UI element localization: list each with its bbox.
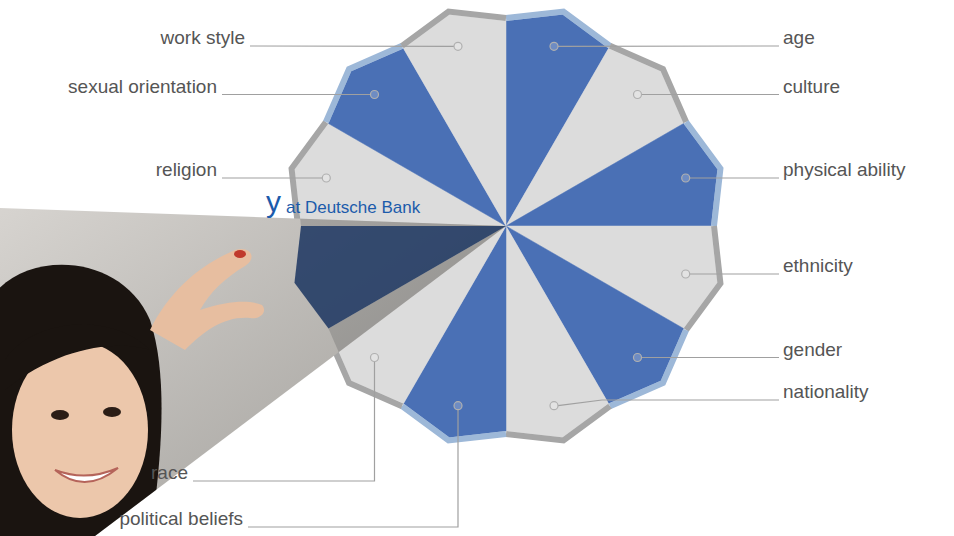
leader-dot bbox=[682, 174, 690, 182]
category-label: race bbox=[151, 461, 188, 484]
leader-dot bbox=[454, 402, 462, 410]
leader-line bbox=[558, 45, 779, 46]
leader-dots bbox=[322, 42, 689, 409]
category-label: physical ability bbox=[783, 158, 906, 181]
leader-dot bbox=[634, 91, 642, 99]
photo bbox=[0, 180, 520, 536]
wheel-slices bbox=[294, 14, 717, 437]
leader-dot bbox=[682, 270, 690, 278]
leader-line bbox=[642, 94, 780, 95]
leader-dot bbox=[454, 42, 462, 50]
category-label: ethnicity bbox=[783, 254, 853, 277]
leader-line bbox=[193, 362, 375, 482]
leader-dot bbox=[371, 91, 379, 99]
rim-segment bbox=[326, 46, 402, 122]
category-label: nationality bbox=[783, 380, 869, 403]
leader-line bbox=[558, 400, 779, 406]
category-label: sexual orientation bbox=[68, 75, 217, 98]
wheel-slice bbox=[506, 226, 609, 438]
leader-dot bbox=[550, 402, 558, 410]
leader-line bbox=[642, 357, 780, 358]
rim-segment bbox=[610, 46, 686, 122]
leader-line bbox=[690, 273, 779, 274]
category-label: political beliefs bbox=[119, 507, 243, 530]
photo-tint bbox=[294, 14, 717, 437]
leader-dot bbox=[634, 354, 642, 362]
heading-fragment: y bbox=[266, 184, 281, 220]
category-label: culture bbox=[783, 75, 840, 98]
leader-dot bbox=[550, 42, 558, 50]
leader-line bbox=[690, 177, 779, 178]
leader-line bbox=[222, 177, 322, 178]
category-label: gender bbox=[783, 338, 842, 361]
rim-segment bbox=[686, 226, 720, 330]
rim-segment bbox=[402, 406, 506, 440]
wheel-slice bbox=[294, 226, 506, 329]
wheel-slice bbox=[506, 124, 718, 227]
leader-dot bbox=[322, 174, 330, 182]
leader-line bbox=[248, 410, 458, 527]
leader-lines bbox=[193, 46, 779, 527]
wheel-rim bbox=[292, 12, 721, 441]
leader-dot bbox=[371, 354, 379, 362]
rim-segment bbox=[506, 406, 610, 440]
rim-segment bbox=[686, 122, 720, 226]
heading: at Deutsche Bank bbox=[286, 198, 420, 218]
category-label: work style bbox=[161, 26, 245, 49]
rim-segment bbox=[506, 12, 610, 46]
leader-line bbox=[250, 45, 454, 46]
category-label: religion bbox=[156, 158, 217, 181]
rim-segment bbox=[610, 330, 686, 406]
rim-segment bbox=[402, 12, 506, 46]
leader-line bbox=[222, 94, 371, 95]
category-label: age bbox=[783, 26, 815, 49]
